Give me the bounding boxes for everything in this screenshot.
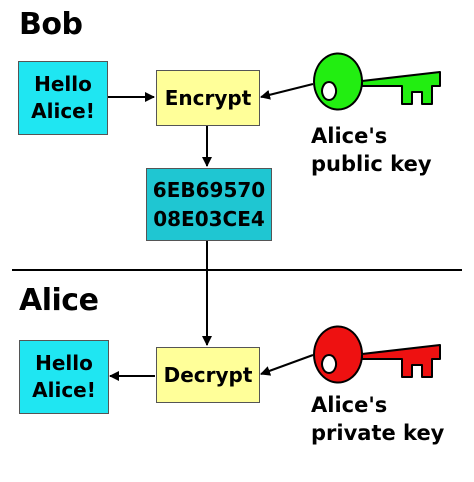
public-key-label: Alice's public key <box>311 124 432 176</box>
arrow-public-key-to-encrypt <box>260 83 314 100</box>
encrypt-box: Encrypt <box>156 70 260 126</box>
private-key-label: Alice's private key <box>311 393 445 445</box>
alice-title: Alice <box>19 283 99 318</box>
arrow-private-key-to-decrypt <box>260 354 314 376</box>
decrypt-box: Decrypt <box>156 347 260 403</box>
bob-title: Bob <box>19 7 83 42</box>
public-key-icon <box>313 52 441 111</box>
bob-plaintext-box: Hello Alice! <box>18 61 108 135</box>
private-key-icon <box>313 325 441 384</box>
ciphertext-box: 6EB69570 08E03CE4 <box>146 168 272 241</box>
alice-plaintext-box: Hello Alice! <box>19 340 109 414</box>
